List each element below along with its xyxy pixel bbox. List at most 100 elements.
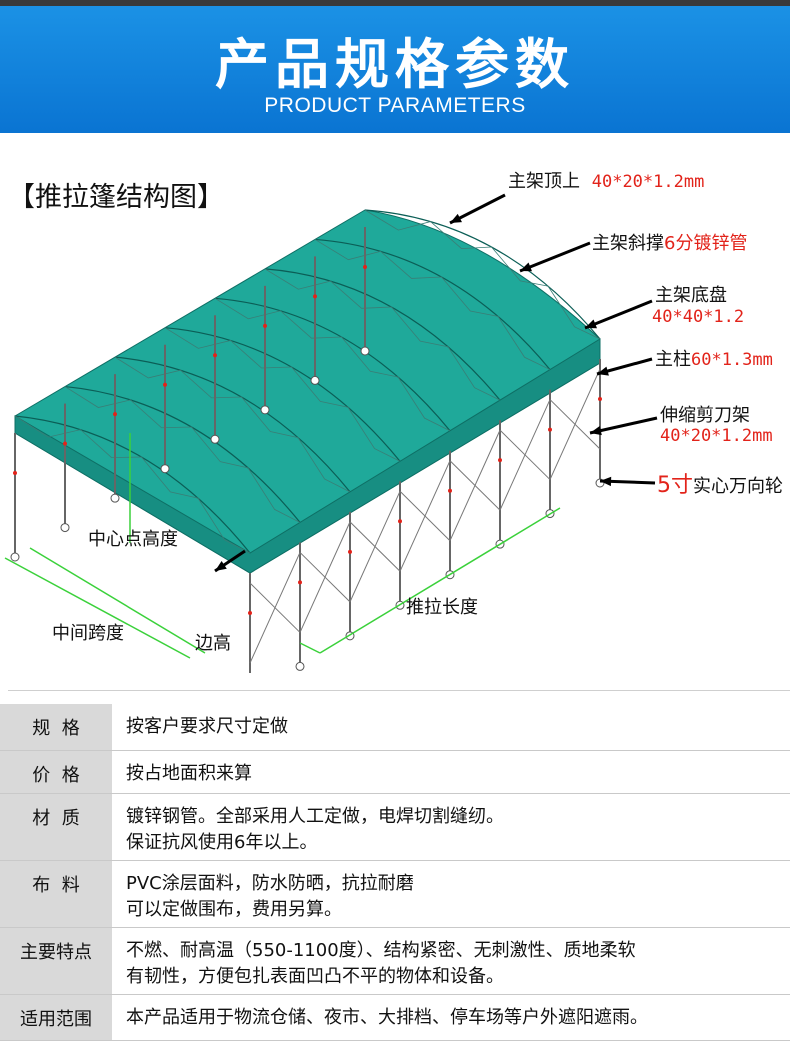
joint-dot — [313, 294, 317, 299]
label-brace-spec: 6分镀锌管 — [664, 233, 748, 254]
spec-value-line: 按占地面积来算 — [126, 762, 252, 784]
label-middle-span: 中间跨度 — [52, 623, 124, 644]
spec-value: 不燃、耐高温（550-1100度）、结构紧密、无刺激性、质地柔软有韧性，方便包扎… — [112, 927, 790, 995]
spec-value-line: PVC涂层面料，防水防晒，抗拉耐磨 — [126, 872, 414, 894]
spec-row: 适用范围本产品适用于物流仓储、夜市、大排档、停车场等户外遮阳遮雨。 — [0, 994, 790, 1041]
header-banner: 产品规格参数 PRODUCT PARAMETERS — [0, 0, 790, 133]
callout-arrow — [589, 416, 658, 435]
diagram-title: 【推拉篷结构图】 — [8, 182, 224, 213]
dimension-length — [299, 507, 561, 654]
callout-arrowhead — [215, 560, 227, 571]
spec-key: 适用范围 — [0, 994, 112, 1041]
spec-value: 按占地面积来算 — [112, 750, 790, 794]
scissor-brace — [249, 552, 301, 664]
label-top-frame: 主架顶上 40*20*1.2mm — [508, 167, 704, 193]
spec-value-line: 不燃、耐高温（550-1100度）、结构紧密、无刺激性、质地柔软 — [126, 939, 636, 961]
spec-key: 价 格 — [0, 750, 112, 794]
spec-value: 本产品适用于物流仓储、夜市、大排档、停车场等户外遮阳遮雨。 — [112, 994, 790, 1041]
spec-row: 材 质镀锌钢管。全部采用人工定做，电焊切割缝纫。保证抗风使用6年以上。 — [0, 793, 790, 861]
spec-value-line: 保证抗风使用6年以上。 — [126, 831, 318, 853]
callout-arrowhead — [520, 262, 532, 272]
joint-dot — [598, 397, 602, 401]
truss-line — [264, 268, 501, 401]
spec-row: 主要特点不燃、耐高温（550-1100度）、结构紧密、无刺激性、质地柔软有韧性，… — [0, 927, 790, 995]
page-subtitle: PRODUCT PARAMETERS — [264, 94, 526, 117]
spec-row: 价 格按占地面积来算 — [0, 750, 790, 794]
scissor-brace — [349, 491, 401, 603]
label-chassis-spec: 40*40*1.2 — [652, 307, 745, 327]
joint-dot — [448, 488, 452, 493]
spec-value-line: 镀锌钢管。全部采用人工定做，电焊切割缝纫。 — [126, 805, 504, 827]
joint-dot — [298, 580, 302, 585]
spec-value: 镀锌钢管。全部采用人工定做，电焊切割缝纫。保证抗风使用6年以上。 — [112, 793, 790, 861]
truss-line — [364, 209, 601, 340]
spec-value-line: 本产品适用于物流仓储、夜市、大排档、停车场等户外遮阳遮雨。 — [126, 1006, 648, 1028]
callout-arrowhead — [450, 213, 462, 223]
label-wheel: 5寸实心万向轮 — [657, 467, 783, 499]
wheel — [210, 434, 220, 444]
truss-line — [314, 239, 551, 370]
truss-line — [114, 356, 351, 493]
scissor-brace — [299, 521, 351, 633]
scissor-brace — [549, 368, 601, 480]
joint-dot — [363, 265, 367, 269]
wheel — [60, 523, 70, 533]
callout-arrowhead — [585, 319, 597, 329]
label-scissor-name: 伸缩剪刀架 — [660, 405, 750, 426]
joint-dot — [63, 441, 67, 446]
joint-dot — [398, 519, 402, 524]
truss-line — [164, 327, 401, 462]
label-column-name: 主柱 — [655, 349, 691, 370]
truss-line — [14, 415, 251, 554]
joint-dot — [263, 323, 267, 328]
wheel — [160, 464, 170, 474]
joint-dot — [548, 427, 552, 432]
spec-value-line: 按客户要求尺寸定做 — [126, 716, 288, 737]
label-wheel-num: 5寸 — [657, 473, 693, 498]
structure-diagram: 【推拉篷结构图】 主架顶上 40*20*1.2mm 主架斜撑6分镀锌管 主架底盘… — [0, 133, 790, 673]
spec-key: 主要特点 — [0, 927, 112, 995]
scissor-brace — [449, 429, 501, 541]
spec-row: 规 格按客户要求尺寸定做 — [0, 704, 790, 751]
label-wheel-name: 实心万向轮 — [693, 476, 783, 497]
wheel — [310, 375, 320, 385]
spec-key: 材 质 — [0, 793, 112, 861]
spec-key: 规 格 — [0, 704, 112, 751]
joint-dot — [113, 412, 117, 417]
tent-illustration — [4, 193, 658, 673]
spec-value-line: 有韧性，方便包扎表面凹凸不平的物体和设备。 — [126, 965, 504, 987]
page-title: 产品规格参数 — [215, 33, 575, 96]
wheel — [110, 493, 120, 503]
wheel — [295, 661, 305, 671]
dimension-span — [4, 547, 206, 659]
spec-key: 布 料 — [0, 860, 112, 928]
callout-arrowhead — [597, 366, 609, 376]
divider — [8, 690, 790, 691]
label-center-height: 中心点高度 — [88, 529, 178, 550]
wheel — [260, 405, 270, 415]
label-push-length: 推拉长度 — [406, 597, 478, 618]
callout-arrowhead — [590, 426, 602, 436]
spec-value: 按客户要求尺寸定做 — [112, 704, 790, 751]
callout-arrowhead — [600, 476, 612, 487]
label-brace-name: 主架斜撑 — [592, 233, 664, 254]
joint-dot — [13, 471, 17, 475]
label-brace: 主架斜撑6分镀锌管 — [592, 229, 747, 255]
label-scissor-spec: 40*20*1.2mm — [660, 426, 773, 446]
joint-dot — [213, 353, 217, 358]
callout-arrow — [584, 299, 653, 330]
spec-table: 规 格按客户要求尺寸定做价 格按占地面积来算材 质镀锌钢管。全部采用人工定做，电… — [0, 704, 790, 1041]
scissor-brace — [399, 460, 451, 572]
scissor-brace — [499, 399, 551, 511]
label-side-height: 边高 — [195, 633, 231, 654]
label-column: 主柱60*1.3mm — [655, 345, 773, 371]
spec-value: PVC涂层面料，防水防晒，抗拉耐磨可以定做围布，费用另算。 — [112, 860, 790, 928]
callout-arrow — [519, 241, 591, 273]
joint-dot — [163, 382, 167, 387]
label-top-frame-name: 主架顶上 — [508, 171, 580, 192]
label-chassis-name: 主架底盘 — [655, 285, 727, 306]
joint-dot — [348, 549, 352, 554]
truss-line — [64, 386, 301, 523]
truss-line — [214, 297, 451, 432]
